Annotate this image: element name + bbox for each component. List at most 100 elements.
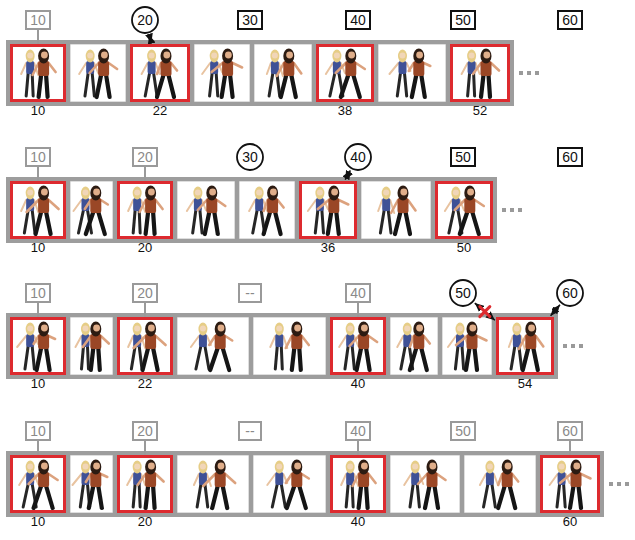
dancer-hair — [145, 186, 156, 201]
frame-marker: 10 — [25, 147, 51, 167]
limb — [153, 212, 155, 234]
limb — [217, 200, 226, 206]
frame-number: 60 — [531, 514, 609, 529]
limb — [412, 75, 417, 97]
frame-ground — [130, 44, 190, 102]
limb — [410, 336, 414, 347]
target-marker: 50 — [449, 279, 477, 307]
limb — [356, 63, 365, 69]
frame-number: 10 — [1, 376, 75, 391]
limb — [205, 346, 209, 369]
limb — [187, 200, 194, 211]
frame-marker: 40 — [345, 10, 371, 30]
frame-ground — [177, 317, 249, 375]
limb — [281, 346, 282, 369]
limb — [153, 348, 158, 370]
video-frame — [378, 44, 446, 102]
dancer-face — [41, 189, 48, 196]
limb — [92, 73, 94, 96]
target-marker: 20 — [131, 6, 159, 34]
limb — [299, 348, 301, 370]
dancer-face — [27, 53, 33, 59]
limb — [380, 210, 384, 233]
frame-ground — [330, 455, 386, 513]
limb — [202, 63, 210, 74]
limb — [406, 212, 411, 234]
limb — [225, 336, 232, 341]
dancer-hair — [161, 49, 172, 64]
dancer-face — [361, 325, 368, 332]
dancer-hair — [291, 322, 302, 337]
limb — [75, 336, 81, 347]
dancer-figure — [353, 460, 376, 509]
dancer-face — [453, 190, 459, 196]
limb — [263, 200, 267, 211]
limb — [81, 346, 83, 369]
video-frame — [70, 317, 113, 375]
dancer-figure — [318, 186, 349, 235]
marker-number: 50 — [455, 285, 471, 301]
dancer-face — [82, 190, 88, 196]
marker-number: 20 — [137, 149, 153, 165]
video-frame — [117, 181, 173, 239]
stem-line — [37, 167, 39, 181]
dancer-face — [93, 325, 100, 332]
limb — [156, 474, 164, 482]
dancer-face — [27, 464, 33, 470]
dancer-top — [255, 198, 263, 211]
frame-ground — [194, 44, 250, 102]
limb — [146, 486, 149, 508]
limb — [32, 73, 33, 96]
limb — [564, 484, 566, 507]
dancer-hair — [283, 49, 294, 64]
limb — [481, 75, 484, 97]
dancer-hair — [481, 49, 492, 64]
frame-number: 36 — [290, 240, 366, 255]
limb — [352, 346, 354, 369]
keyframe: 40 — [330, 455, 386, 513]
limb — [472, 212, 479, 234]
frame-ground — [390, 455, 460, 513]
circle-border — [132, 7, 158, 33]
limb — [49, 63, 56, 72]
limb — [205, 484, 208, 507]
marker-number: 50 — [455, 423, 471, 439]
video-frame — [361, 181, 431, 239]
limb — [26, 73, 28, 96]
limb — [87, 346, 88, 369]
dancer-face — [82, 464, 88, 470]
limb — [128, 200, 133, 211]
limb — [359, 486, 362, 508]
dancer-face — [87, 53, 93, 59]
dancer-figure — [410, 322, 430, 371]
keyframe: 10 — [10, 317, 66, 375]
dancer-hair — [275, 323, 284, 336]
limb — [143, 348, 149, 370]
limb — [560, 474, 571, 483]
dancer-hair — [346, 461, 355, 474]
limb — [425, 486, 430, 508]
video-frame — [10, 44, 66, 102]
limb — [579, 486, 582, 508]
film-strip — [6, 451, 629, 517]
limb — [366, 348, 370, 370]
dancer-hair — [133, 461, 142, 474]
limb — [421, 348, 427, 370]
marker-number: 10 — [30, 423, 46, 439]
keyframe: 52 — [450, 44, 510, 102]
dancer-figure — [336, 49, 365, 98]
limb — [269, 73, 273, 96]
limb — [233, 63, 243, 68]
frame-ground — [10, 317, 66, 375]
marker-number: 60 — [562, 285, 578, 301]
limb — [97, 75, 102, 97]
limb — [214, 212, 218, 234]
dancer-face — [399, 53, 405, 59]
limb — [169, 75, 175, 97]
strip-band — [6, 177, 497, 243]
dancer-face — [149, 53, 155, 59]
dancer-face — [294, 325, 301, 332]
dancer-hair — [90, 322, 101, 337]
limb — [409, 63, 414, 71]
